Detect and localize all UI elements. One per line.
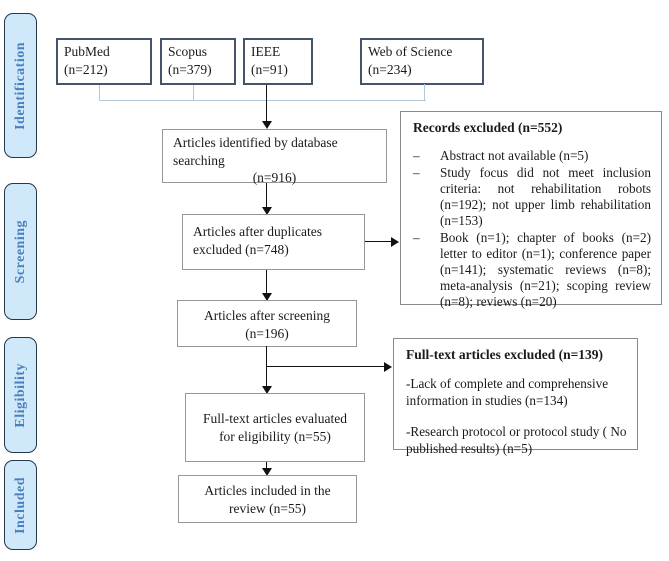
flow-identified-count: (n=916)	[252, 170, 297, 186]
arrowhead-duplicates-to-screened	[262, 293, 272, 301]
arrowhead-identified-to-duplicates	[262, 207, 272, 215]
stage-eligibility: Eligibility	[4, 337, 37, 453]
flow-box-identified: Articles identified by database searchin…	[162, 129, 387, 185]
flow-box-fulltext: Full-text articles evaluated for eligibi…	[185, 393, 365, 462]
arrowhead-branch-to-fulltext-excluded	[384, 362, 392, 372]
arrow-line-identified-to-duplicates	[266, 183, 267, 209]
source-ieee-name: IEEE	[251, 44, 281, 59]
source-wos-count: (n=234)	[368, 61, 412, 77]
flow-identified-title: Articles identified by database searchin…	[173, 135, 338, 168]
source-box-scopus: Scopus (n=379)	[160, 38, 236, 85]
stage-included: Included	[4, 460, 37, 550]
arrowhead-duplicates-to-records-excluded	[391, 237, 399, 247]
connector-stub-pubmed	[99, 85, 100, 100]
flow-fulltext-text: Full-text articles evaluated for eligibi…	[203, 410, 347, 444]
stage-identification: Identification	[4, 13, 37, 158]
source-scopus-count: (n=379)	[168, 61, 212, 77]
source-wos-name: Web of Science	[368, 44, 453, 59]
flow-box-included: Articles included in the review (n=55)	[178, 475, 357, 523]
stage-eligibility-label: Eligibility	[12, 362, 28, 428]
records-excluded-title: Records excluded (n=552)	[413, 120, 563, 135]
source-box-ieee: IEEE (n=91)	[243, 38, 313, 85]
arrowhead-sources-to-identified	[262, 121, 272, 129]
flow-box-screened: Articles after screening (n=196)	[177, 300, 357, 347]
dash-bullet: –	[413, 148, 420, 163]
records-excluded-box: Records excluded (n=552) – Abstract not …	[400, 111, 662, 309]
source-scopus-name: Scopus	[168, 44, 208, 59]
fulltext-excluded-title: Full-text articles excluded (n=139)	[406, 347, 604, 362]
source-ieee-count: (n=91)	[251, 61, 288, 77]
dash-bullet: –	[413, 230, 420, 245]
flow-duplicates-text: Articles after duplicates excluded (n=74…	[193, 224, 322, 257]
arrow-line-fulltext-to-included	[266, 462, 267, 470]
fulltext-excluded-item: -Research protocol or protocol study ( N…	[406, 424, 627, 456]
arrow-line-sources-to-identified	[266, 85, 267, 122]
connector-horizontal-line	[99, 100, 426, 101]
stage-screening: Screening	[4, 183, 37, 320]
source-pubmed-count: (n=212)	[64, 61, 108, 77]
connector-stub-wos	[424, 84, 425, 100]
source-pubmed-name: PubMed	[64, 44, 110, 59]
dash-bullet: –	[413, 165, 420, 180]
flow-screened-text: Articles after screening (n=196)	[204, 308, 330, 341]
arrow-line-duplicates-to-screened	[266, 270, 267, 295]
stage-screening-label: Screening	[12, 219, 28, 284]
records-excluded-item: – Abstract not available (n=5)	[413, 148, 589, 163]
fulltext-excluded-box: Full-text articles excluded (n=139) -Lac…	[393, 338, 638, 456]
flow-included-text: Articles included in the review (n=55)	[204, 483, 331, 516]
flow-box-duplicates: Articles after duplicates excluded (n=74…	[182, 214, 365, 270]
records-excluded-item: – Study focus did not meet inclusion cri…	[413, 165, 651, 228]
fulltext-excluded-item: -Lack of complete and comprehensive info…	[406, 376, 609, 408]
arrow-line-branch-to-fulltext-excluded	[266, 366, 384, 367]
arrow-line-duplicates-to-records-excluded	[365, 241, 392, 242]
connector-stub-scopus	[193, 85, 194, 100]
records-excluded-item: – Book (n=1); chapter of books (n=2) let…	[413, 230, 651, 309]
stage-included-label: Included	[12, 476, 28, 534]
arrowhead-fulltext-to-included	[262, 468, 272, 476]
source-box-pubmed: PubMed (n=212)	[56, 38, 152, 85]
arrowhead-screened-to-fulltext	[262, 386, 272, 394]
stage-identification-label: Identification	[12, 41, 28, 130]
source-box-web-of-science: Web of Science (n=234)	[360, 38, 484, 85]
